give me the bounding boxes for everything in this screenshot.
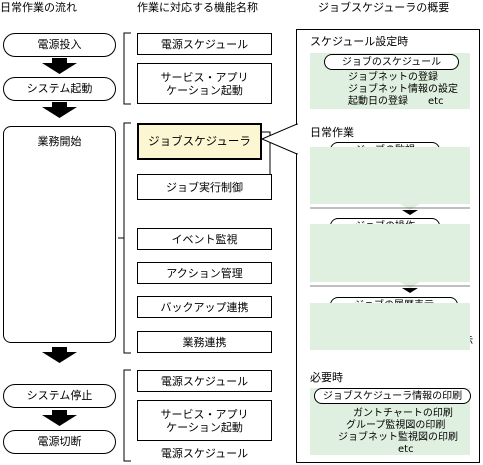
history-item-2: スケジュールジョブの履歴表示 bbox=[334, 336, 474, 347]
print-item-1: ガントチャートの印刷 bbox=[353, 408, 453, 419]
pill-job-operate: ジョブの操作 bbox=[330, 218, 440, 234]
flow-system-stop-label: システム停止 bbox=[26, 389, 93, 402]
print-item-4: etc bbox=[398, 444, 414, 455]
arrow-down-4 bbox=[42, 410, 77, 426]
print-item-3: ジョブネット監視図の印刷 bbox=[338, 432, 458, 443]
flow-system-stop: システム停止 bbox=[3, 384, 116, 408]
flow-power-off-label: 電源切断 bbox=[37, 435, 82, 448]
bracket-business bbox=[123, 122, 131, 354]
schedule-item-2: ジョブネット情報の設定 bbox=[348, 84, 458, 95]
flow-system-start: システム起動 bbox=[3, 77, 116, 101]
pill-job-history-label: ジョブの履歴表示 bbox=[354, 299, 434, 311]
func-backup-link: バックアップ連携 bbox=[137, 296, 272, 318]
scheduler-bracket-line bbox=[262, 131, 271, 174]
flow-business-start-label: 業務開始 bbox=[37, 135, 82, 148]
header-function-names: 作業に対応する機能名称 bbox=[137, 1, 258, 14]
operate-item-1: ジョブネットの操作 bbox=[342, 250, 432, 261]
bracket-bottom bbox=[123, 369, 131, 462]
monitor-item-1: ジョブネットの監視 bbox=[342, 170, 432, 181]
pill-job-schedule-label: ジョブのスケジュール bbox=[341, 56, 442, 68]
arrow-down-1 bbox=[42, 58, 77, 74]
func-power-schedule-bottom-b: 電源スケジュール bbox=[137, 443, 272, 463]
brackets bbox=[118, 32, 131, 462]
header-daily-flow: 日常作業の流れ bbox=[0, 1, 77, 14]
func-job-scheduler: ジョブスケジューラ bbox=[137, 123, 262, 160]
pill-job-history: ジョブの履歴表示 bbox=[330, 297, 458, 313]
monitor-item-3: etc bbox=[400, 192, 416, 203]
callout-triangle bbox=[260, 123, 298, 155]
flow-power-on-label: 電源投入 bbox=[37, 38, 82, 51]
func-power-schedule-top: 電源スケジュール bbox=[137, 33, 272, 55]
print-item-2: グループ監視図の印刷 bbox=[346, 420, 446, 431]
callout-wedge bbox=[260, 123, 298, 155]
scheduler-bracket bbox=[262, 131, 271, 174]
func-power-schedule-bottom-b-label: 電源スケジュール bbox=[160, 446, 249, 460]
flow-business-block: 業務開始 bbox=[3, 126, 116, 343]
func-job-scheduler-label: ジョブスケジューラ bbox=[148, 134, 251, 148]
section-schedule-setting-heading: スケジュール設定時 bbox=[310, 35, 409, 48]
func-business-link-label: 業務連携 bbox=[182, 335, 227, 349]
history-item-1: ジョブネットの履歴表示 bbox=[334, 325, 444, 336]
func-job-exec-control-label: ジョブ実行制御 bbox=[166, 180, 243, 194]
func-power-schedule-bottom-a: 電源スケジュール bbox=[137, 370, 272, 392]
section-daily-heading: 日常作業 bbox=[310, 126, 354, 139]
monitor-item-2: スケジュールジョブの監視 bbox=[334, 181, 454, 192]
flow-power-on: 電源投入 bbox=[3, 33, 116, 57]
arrow-down-2 bbox=[42, 102, 77, 118]
func-job-exec-control: ジョブ実行制御 bbox=[137, 174, 272, 200]
func-business-link: 業務連携 bbox=[137, 331, 272, 353]
flow-power-off: 電源切断 bbox=[3, 430, 116, 454]
func-event-monitor-label: イベント監視 bbox=[171, 232, 238, 246]
arrow-down-3 bbox=[42, 347, 77, 363]
func-event-monitor: イベント監視 bbox=[137, 228, 272, 250]
func-power-schedule-top-label: 電源スケジュール bbox=[160, 37, 249, 51]
func-action-manage-label: アクション管理 bbox=[166, 266, 243, 280]
func-service-app-start-bottom-label: サービス・アプリ ケーション起動 bbox=[160, 407, 249, 434]
func-service-app-start-top-label: サービス・アプリ ケーション起動 bbox=[160, 70, 249, 97]
schedule-item-1: ジョブネットの登録 bbox=[348, 72, 438, 83]
func-service-app-start-bottom: サービス・アプリ ケーション起動 bbox=[137, 400, 272, 441]
pill-job-monitor: ジョブの監視 bbox=[330, 142, 440, 158]
func-power-schedule-bottom-a-label: 電源スケジュール bbox=[160, 374, 249, 388]
flow-system-start-label: システム起動 bbox=[26, 82, 93, 95]
func-service-app-start-top: サービス・アプリ ケーション起動 bbox=[137, 63, 272, 104]
section-when-needed-heading: 必要時 bbox=[310, 371, 343, 384]
pill-print-info: ジョブスケジューラ情報の印刷 bbox=[314, 388, 471, 404]
pill-job-monitor-label: ジョブの監視 bbox=[355, 144, 415, 156]
operate-item-2: スケジュールジョブの操作 bbox=[342, 262, 462, 273]
pill-job-operate-label: ジョブの操作 bbox=[355, 220, 415, 232]
pill-print-info-label: ジョブスケジューラ情報の印刷 bbox=[322, 390, 463, 402]
bracket-top bbox=[123, 32, 131, 105]
func-backup-link-label: バックアップ連携 bbox=[160, 300, 249, 314]
pill-job-schedule: ジョブのスケジュール bbox=[324, 54, 459, 70]
schedule-item-3: 起動日の登録 etc bbox=[348, 96, 444, 107]
header-scheduler-overview: ジョブスケジューラの概要 bbox=[318, 1, 450, 14]
func-action-manage: アクション管理 bbox=[137, 262, 272, 284]
